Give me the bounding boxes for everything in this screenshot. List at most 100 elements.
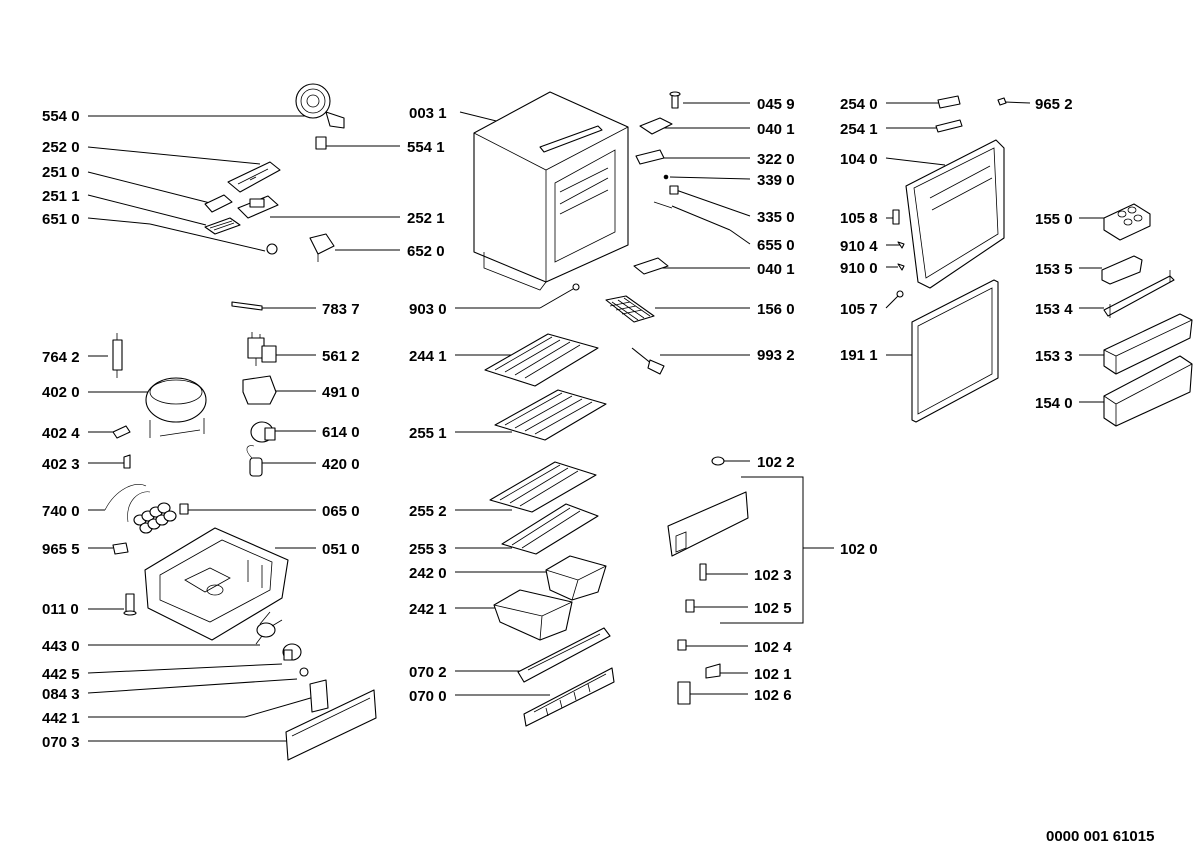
bottle-shelf-part-154: [1103, 355, 1193, 427]
label-040-1: 040 1: [757, 121, 795, 138]
label-070-3: 070 3: [42, 734, 80, 751]
label-065-0: 065 0: [322, 503, 360, 520]
label-910-0: 910 0: [840, 260, 878, 277]
label-070-0: 070 0: [409, 688, 447, 705]
drawer-part-242-1: [493, 589, 573, 641]
label-040-1-b: 040 1: [757, 261, 795, 278]
filter-part-764: [112, 333, 123, 378]
label-153-5: 153 5: [1035, 261, 1073, 278]
label-255-2: 255 2: [409, 503, 447, 520]
label-335-0: 335 0: [757, 209, 795, 226]
label-910-4: 910 4: [840, 238, 878, 255]
label-105-7: 105 7: [840, 301, 878, 318]
center-left-labels: 554 1 252 1 652 0 783 7 561 2 491 0 614 …: [322, 139, 445, 558]
label-242-0: 242 0: [409, 565, 447, 582]
clip-part-402-4: [112, 425, 131, 439]
label-102-1: 102 1: [754, 666, 792, 683]
ice-tray-part: [605, 295, 655, 323]
leader-lines: [87, 101, 1104, 742]
label-153-3: 153 3: [1035, 348, 1073, 365]
label-102-6: 102 6: [754, 687, 792, 704]
hinge-pin-part-105-8: [892, 209, 900, 225]
label-070-2: 070 2: [409, 664, 447, 681]
label-443-0: 443 0: [42, 638, 80, 655]
foot-part-011: [123, 593, 137, 616]
label-105-8: 105 8: [840, 210, 878, 227]
label-442-5: 442 5: [42, 666, 80, 683]
screw-part-965-5: [112, 542, 129, 555]
label-045-9: 045 9: [757, 96, 795, 113]
label-102-2: 102 2: [757, 454, 795, 471]
label-402-0: 402 0: [42, 384, 80, 401]
label-252-1: 252 1: [407, 210, 445, 227]
label-651-0: 651 0: [42, 211, 80, 228]
label-993-2: 993 2: [757, 347, 795, 364]
strip-part-070-0: [523, 667, 615, 727]
bracket-part-442: [309, 679, 329, 713]
fan-assembly-part: [295, 83, 345, 150]
label-764-2: 764 2: [42, 349, 80, 366]
capacitor-part-420: [246, 445, 263, 477]
label-254-0: 254 0: [840, 96, 878, 113]
right-labels: 254 0 254 1 104 0 105 8 910 4 910 0 105 …: [840, 96, 1073, 412]
label-652-0: 652 0: [407, 243, 445, 260]
label-254-1: 254 1: [840, 121, 878, 138]
label-783-7: 783 7: [322, 301, 360, 318]
label-252-0: 252 0: [42, 139, 80, 156]
label-402-4: 402 4: [42, 425, 80, 442]
label-153-4: 153 4: [1035, 301, 1073, 318]
screw-part-903: [572, 283, 580, 291]
left-labels: 554 0 252 0 251 0 251 1 651 0 764 2 402 …: [42, 108, 80, 751]
label-251-0: 251 0: [42, 164, 80, 181]
gasket-part: [911, 279, 999, 423]
shelf-part-244: [484, 333, 599, 387]
label-442-1: 442 1: [42, 710, 80, 727]
clip-part-065: [179, 503, 189, 515]
label-102-5: 102 5: [754, 600, 792, 617]
relay-part-614: [250, 421, 276, 443]
label-011-0: 011 0: [42, 601, 79, 618]
label-154-0: 154 0: [1035, 395, 1073, 412]
label-156-0: 156 0: [757, 301, 795, 318]
screw-part-910-0: [897, 263, 905, 271]
clip-part-402-3: [123, 454, 131, 469]
freezer-door-parts: [667, 456, 749, 705]
screw-part-910-4: [897, 241, 905, 249]
shelf-part-255-1: [494, 389, 607, 441]
label-191-1: 191 1: [840, 347, 878, 364]
label-003-1: 003 1: [409, 105, 447, 122]
label-561-2: 561 2: [322, 348, 360, 365]
thermostat-part: [309, 233, 335, 262]
label-084-3: 084 3: [42, 686, 80, 703]
label-655-0: 655 0: [757, 237, 795, 254]
condenser-coil-part: [104, 484, 177, 534]
label-322-0: 322 0: [757, 151, 795, 168]
compressor-part: [145, 377, 207, 438]
label-242-1: 242 1: [409, 601, 447, 618]
fan-blade-part: [255, 611, 283, 645]
door-shelf-part-153-3: [1103, 313, 1193, 375]
shelf-part-255-3: [501, 503, 599, 555]
fan-motor-part: [282, 643, 309, 677]
label-965-2: 965 2: [1035, 96, 1073, 113]
main-door-part: [905, 139, 1005, 289]
scraper-part-993: [631, 347, 665, 375]
door-shelf-part-153-5: [1101, 255, 1143, 285]
label-339-0: 339 0: [757, 172, 795, 189]
pin-part-105-7: [896, 290, 904, 298]
label-155-0: 155 0: [1035, 211, 1073, 228]
label-051-0: 051 0: [322, 541, 360, 558]
egg-tray-part: [1103, 203, 1151, 241]
label-740-0: 740 0: [42, 503, 80, 520]
label-903-0: 903 0: [409, 301, 447, 318]
label-251-1: 251 1: [42, 188, 80, 205]
strip-part-070-2: [517, 627, 611, 683]
cover-part-491: [242, 375, 277, 405]
rod-part-783: [231, 301, 263, 311]
label-104-0: 104 0: [840, 151, 878, 168]
center-right-labels: 045 9 040 1 322 0 339 0 335 0 655 0 040 …: [754, 96, 878, 704]
lamp-housing-parts: [204, 161, 281, 255]
base-tray-part: [144, 527, 289, 641]
cabinet-part: [473, 91, 629, 291]
